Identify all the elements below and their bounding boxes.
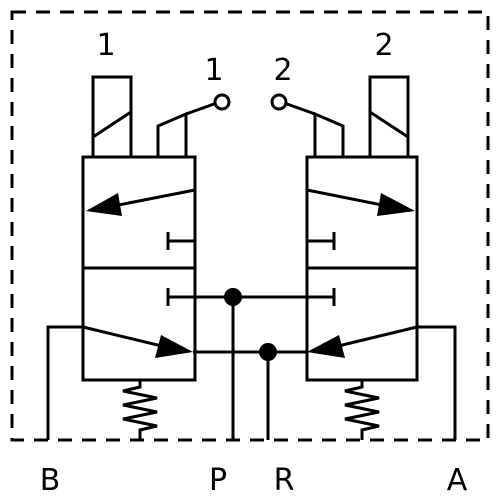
right-switch-lever — [286, 102, 316, 116]
right-actuator-housing — [313, 111, 345, 157]
left-lower-flow-line — [82, 325, 171, 350]
switch-2-label: 2 — [273, 53, 292, 88]
right-upper-arrow-head — [377, 193, 415, 216]
connecting-lines — [46, 288, 457, 440]
left-return-spring — [122, 380, 158, 440]
right-upper-flow-line — [306, 188, 393, 209]
switch-1-label: 1 — [204, 53, 223, 88]
pressure-junction-dot — [224, 288, 242, 306]
port-a-label: A — [447, 463, 468, 498]
right-return-spring — [344, 380, 380, 440]
right-solenoid — [368, 75, 410, 159]
left-upper-arrow-head — [86, 193, 122, 216]
port-r-label: R — [274, 463, 295, 498]
port-b-line — [46, 325, 83, 440]
port-b-label: B — [40, 463, 61, 498]
solenoid-2-label: 2 — [374, 28, 393, 63]
right-solenoid-winding — [369, 110, 409, 139]
left-switch-lever — [185, 102, 215, 116]
port-p-label: P — [209, 463, 227, 498]
left-solenoid-winding — [92, 110, 132, 139]
left-actuator-housing — [156, 111, 188, 157]
exhaust-junction-dot — [259, 343, 277, 361]
enclosure-border — [10, 10, 490, 442]
solenoid-1-label: 1 — [96, 28, 115, 63]
left-valve — [81, 75, 231, 440]
right-lower-flow-line — [329, 325, 418, 350]
left-upper-flow-line — [107, 188, 196, 209]
port-a-line — [417, 325, 457, 440]
right-lower-arrow-head — [307, 335, 345, 358]
right-valve — [270, 75, 419, 440]
left-lower-arrow-head — [155, 335, 193, 358]
left-switch-contact — [213, 93, 231, 111]
right-switch-contact — [270, 93, 288, 111]
left-solenoid — [91, 75, 133, 159]
